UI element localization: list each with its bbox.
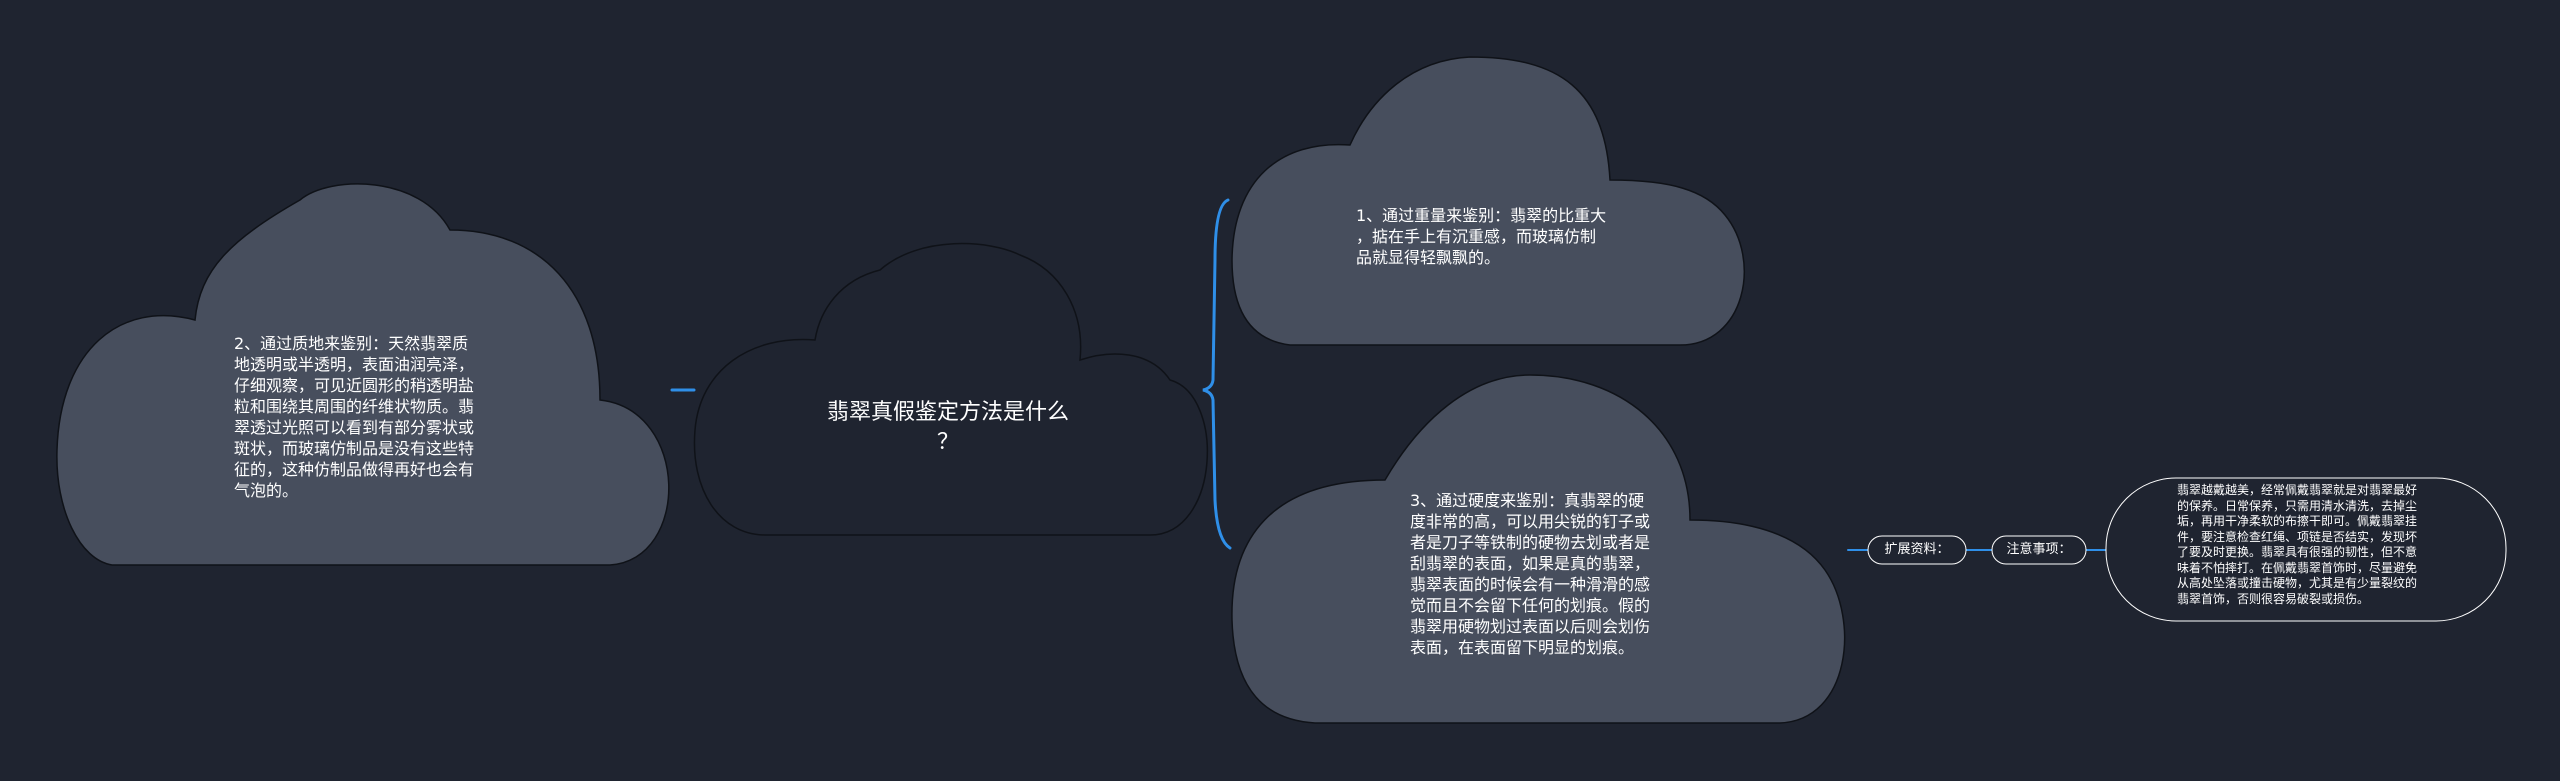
cloud-branch-1 <box>1231 56 1745 346</box>
branch-1-text: 1、通过重量来鉴别：翡翠的比重大 ，掂在手上有沉重感，而玻璃仿制 品就显得轻飘飘… <box>1356 206 1607 267</box>
tag-extension-label[interactable]: 扩展资料： <box>1884 542 1950 557</box>
branch-2-text: 2、通过质地来鉴别：天然翡翠质 地透明或半透明，表面油润亮泽， 仔细观察，可见近… <box>234 334 475 500</box>
note-box <box>2105 477 2507 622</box>
note-text: 翡翠越戴越美，经常佩戴翡翠就是对翡翠最好 的保养。日常保养，只需用清水清洗，去掉… <box>2177 483 2418 606</box>
tag-notice-label[interactable]: 注意事项： <box>2006 542 2072 557</box>
tag-extension[interactable] <box>1867 535 1967 565</box>
tag-notice[interactable] <box>1991 535 2087 565</box>
root-cloud[interactable] <box>693 242 1209 536</box>
cloud-branch-3 <box>1231 374 1846 724</box>
branch-3-text: 3、通过硬度来鉴别：真翡翠的硬 度非常的高，可以用尖锐的钉子或 者是刀子等铁制的… <box>1410 491 1651 657</box>
cloud-branch-2 <box>56 183 670 566</box>
connectors <box>670 198 2107 551</box>
connector-root-brace <box>1202 198 1232 550</box>
root-title: 翡翠真假鉴定方法是什么 ？ <box>826 400 1069 455</box>
